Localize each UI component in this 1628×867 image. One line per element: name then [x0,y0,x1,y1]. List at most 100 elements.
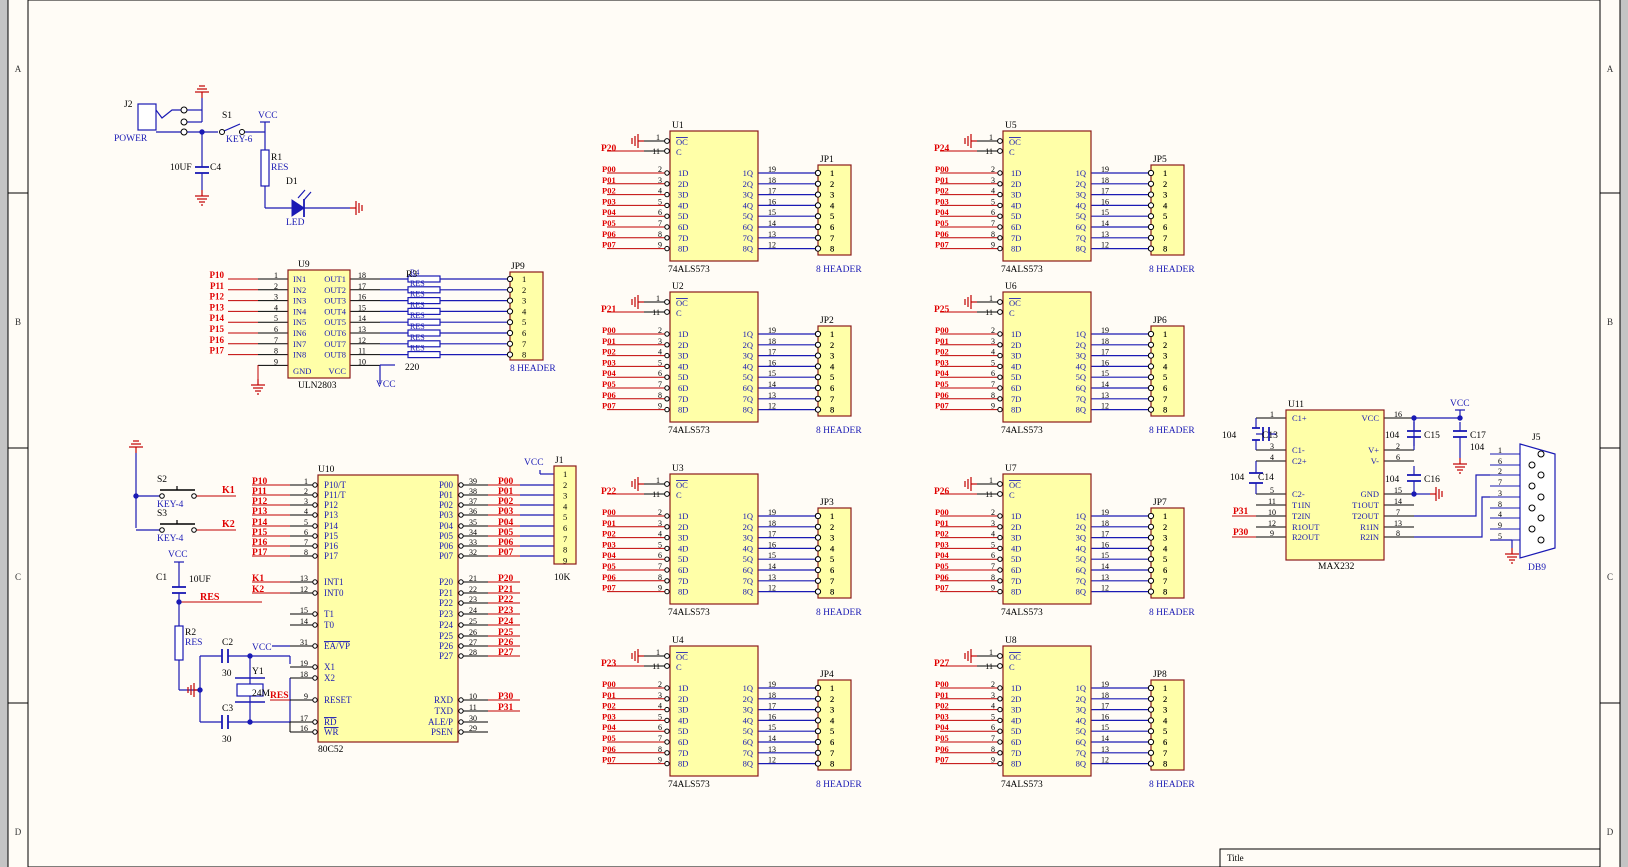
pin-inversion [664,224,670,230]
latch-pin-number: 1 [656,476,660,485]
header-pin-number: 2 [522,285,526,295]
header-pin [1147,717,1155,724]
cap-value: 104 [1385,475,1400,485]
crystal-y1 [236,683,264,697]
max232-pin-label: V+ [1368,445,1379,455]
mcu-ref: U10 [318,465,335,475]
pin-inversion [458,708,464,714]
crystal-value: 24M [252,689,271,699]
pin-inversion [664,545,670,552]
uln-pin-number: 14 [358,314,366,323]
uln-vcc-label: VCC [329,366,347,376]
header-pin [814,363,822,370]
latch-value: 74ALS573 [668,265,710,275]
net-label: P03 [935,539,949,549]
header-pin [1147,384,1155,392]
latch-q-label: 3Q [1076,705,1086,715]
mcu-pin-number: 2 [304,487,308,496]
latch-oc-label: OC [1009,137,1021,147]
mcu-pin-number: 19 [300,659,308,668]
header-pin-number: 8 [1163,759,1167,769]
net-label: P17 [252,548,268,558]
mcu-pin-label: P22 [439,598,453,608]
latch-pin-number: 15 [1101,369,1109,378]
latch-pin-number: 16 [1101,540,1109,549]
header-pin-number: 1 [1163,168,1167,178]
pin-inversion [997,224,1003,230]
mcu-pin-label: P01 [439,490,453,500]
enable-net-label: P27 [934,659,950,669]
latch-pin-number: 11 [985,308,993,317]
latch-d-label: 7D [678,748,688,758]
pin-inversion [664,245,670,252]
header-pin-number: 8 [830,244,834,254]
latch-pin-number: 13 [1101,573,1109,582]
latch-d-label: 2D [1011,694,1021,704]
pin-inversion [997,534,1003,541]
header-pin-number: 3 [830,705,834,715]
latch-pin-number: 19 [1101,508,1109,517]
pin-inversion [997,653,1003,659]
uln-pin-number: 10 [358,357,366,366]
enable-net-label: P20 [601,144,617,154]
led-ref: D1 [286,177,298,187]
header-pin [1147,523,1155,530]
latch-pin-number: 11 [985,147,993,156]
uln-pin-number: 2 [274,282,278,291]
net-label: P00 [602,507,616,517]
mcu-pin-number: 17 [300,714,308,723]
latch-d-label: 8D [678,405,688,415]
latch-q-label: 8Q [743,405,753,415]
resistor-network [407,275,441,283]
net-label: P15 [252,528,268,538]
latch-pin-number: 1 [656,133,660,142]
res-ref: R2 [185,628,196,638]
net-label: P14 [210,313,225,323]
latch-q-label: 4Q [743,361,753,371]
latch-d-label: 2D [678,179,688,189]
header-pin-number: 2 [830,694,834,704]
latch-d-label: 6D [678,565,688,575]
latch-q-label: 8Q [1076,405,1086,415]
pin-inversion [664,491,670,497]
pin-inversion [664,138,670,144]
latch-oc-label: OC [676,298,688,308]
mcu-pin-number: 10 [469,692,477,701]
pin-inversion [458,553,464,559]
db9-pin-number: 3 [1498,489,1502,498]
header-pin-number: 6 [1163,222,1167,232]
key-net-label: K2 [222,519,235,530]
latch-pin-number: 9 [991,584,995,593]
header-pin-number: 7 [830,394,834,404]
key-contact [159,493,165,499]
pullup-ref: J1 [555,456,564,466]
net-label: P01 [935,518,949,528]
uln-in-label: IN6 [293,328,306,338]
latch-pin-number: 7 [658,219,662,228]
mcu-pin-number: 15 [300,606,308,615]
header-pin-number: 3 [1163,351,1167,361]
pin-inversion [997,588,1003,595]
latch-pin-number: 12 [768,584,776,593]
cap-value: 104 [1230,473,1245,483]
header-pin-number: 2 [1163,522,1167,532]
mcu-pin-number: 38 [469,487,477,496]
pin-inversion [997,385,1003,391]
db9-pin [1537,450,1545,458]
latch-c-label: C [676,490,682,500]
pin-inversion [664,170,670,176]
pin-inversion [997,717,1003,724]
header-pin [814,684,822,692]
mcu-pin-label: P12 [324,500,338,510]
db9-ref: J5 [1532,433,1541,443]
header-pin [814,749,822,756]
mcu-pin-label: P05 [439,531,454,541]
mcu-pin-label: P14 [324,521,339,531]
max232-pin-number: 14 [1394,497,1402,506]
latch-q-label: 4Q [1076,715,1086,725]
header-pin-number: 8 [1163,244,1167,254]
db9-pin [1537,514,1545,522]
pin-inversion [458,611,464,617]
zone-label-right: C [1607,572,1613,582]
